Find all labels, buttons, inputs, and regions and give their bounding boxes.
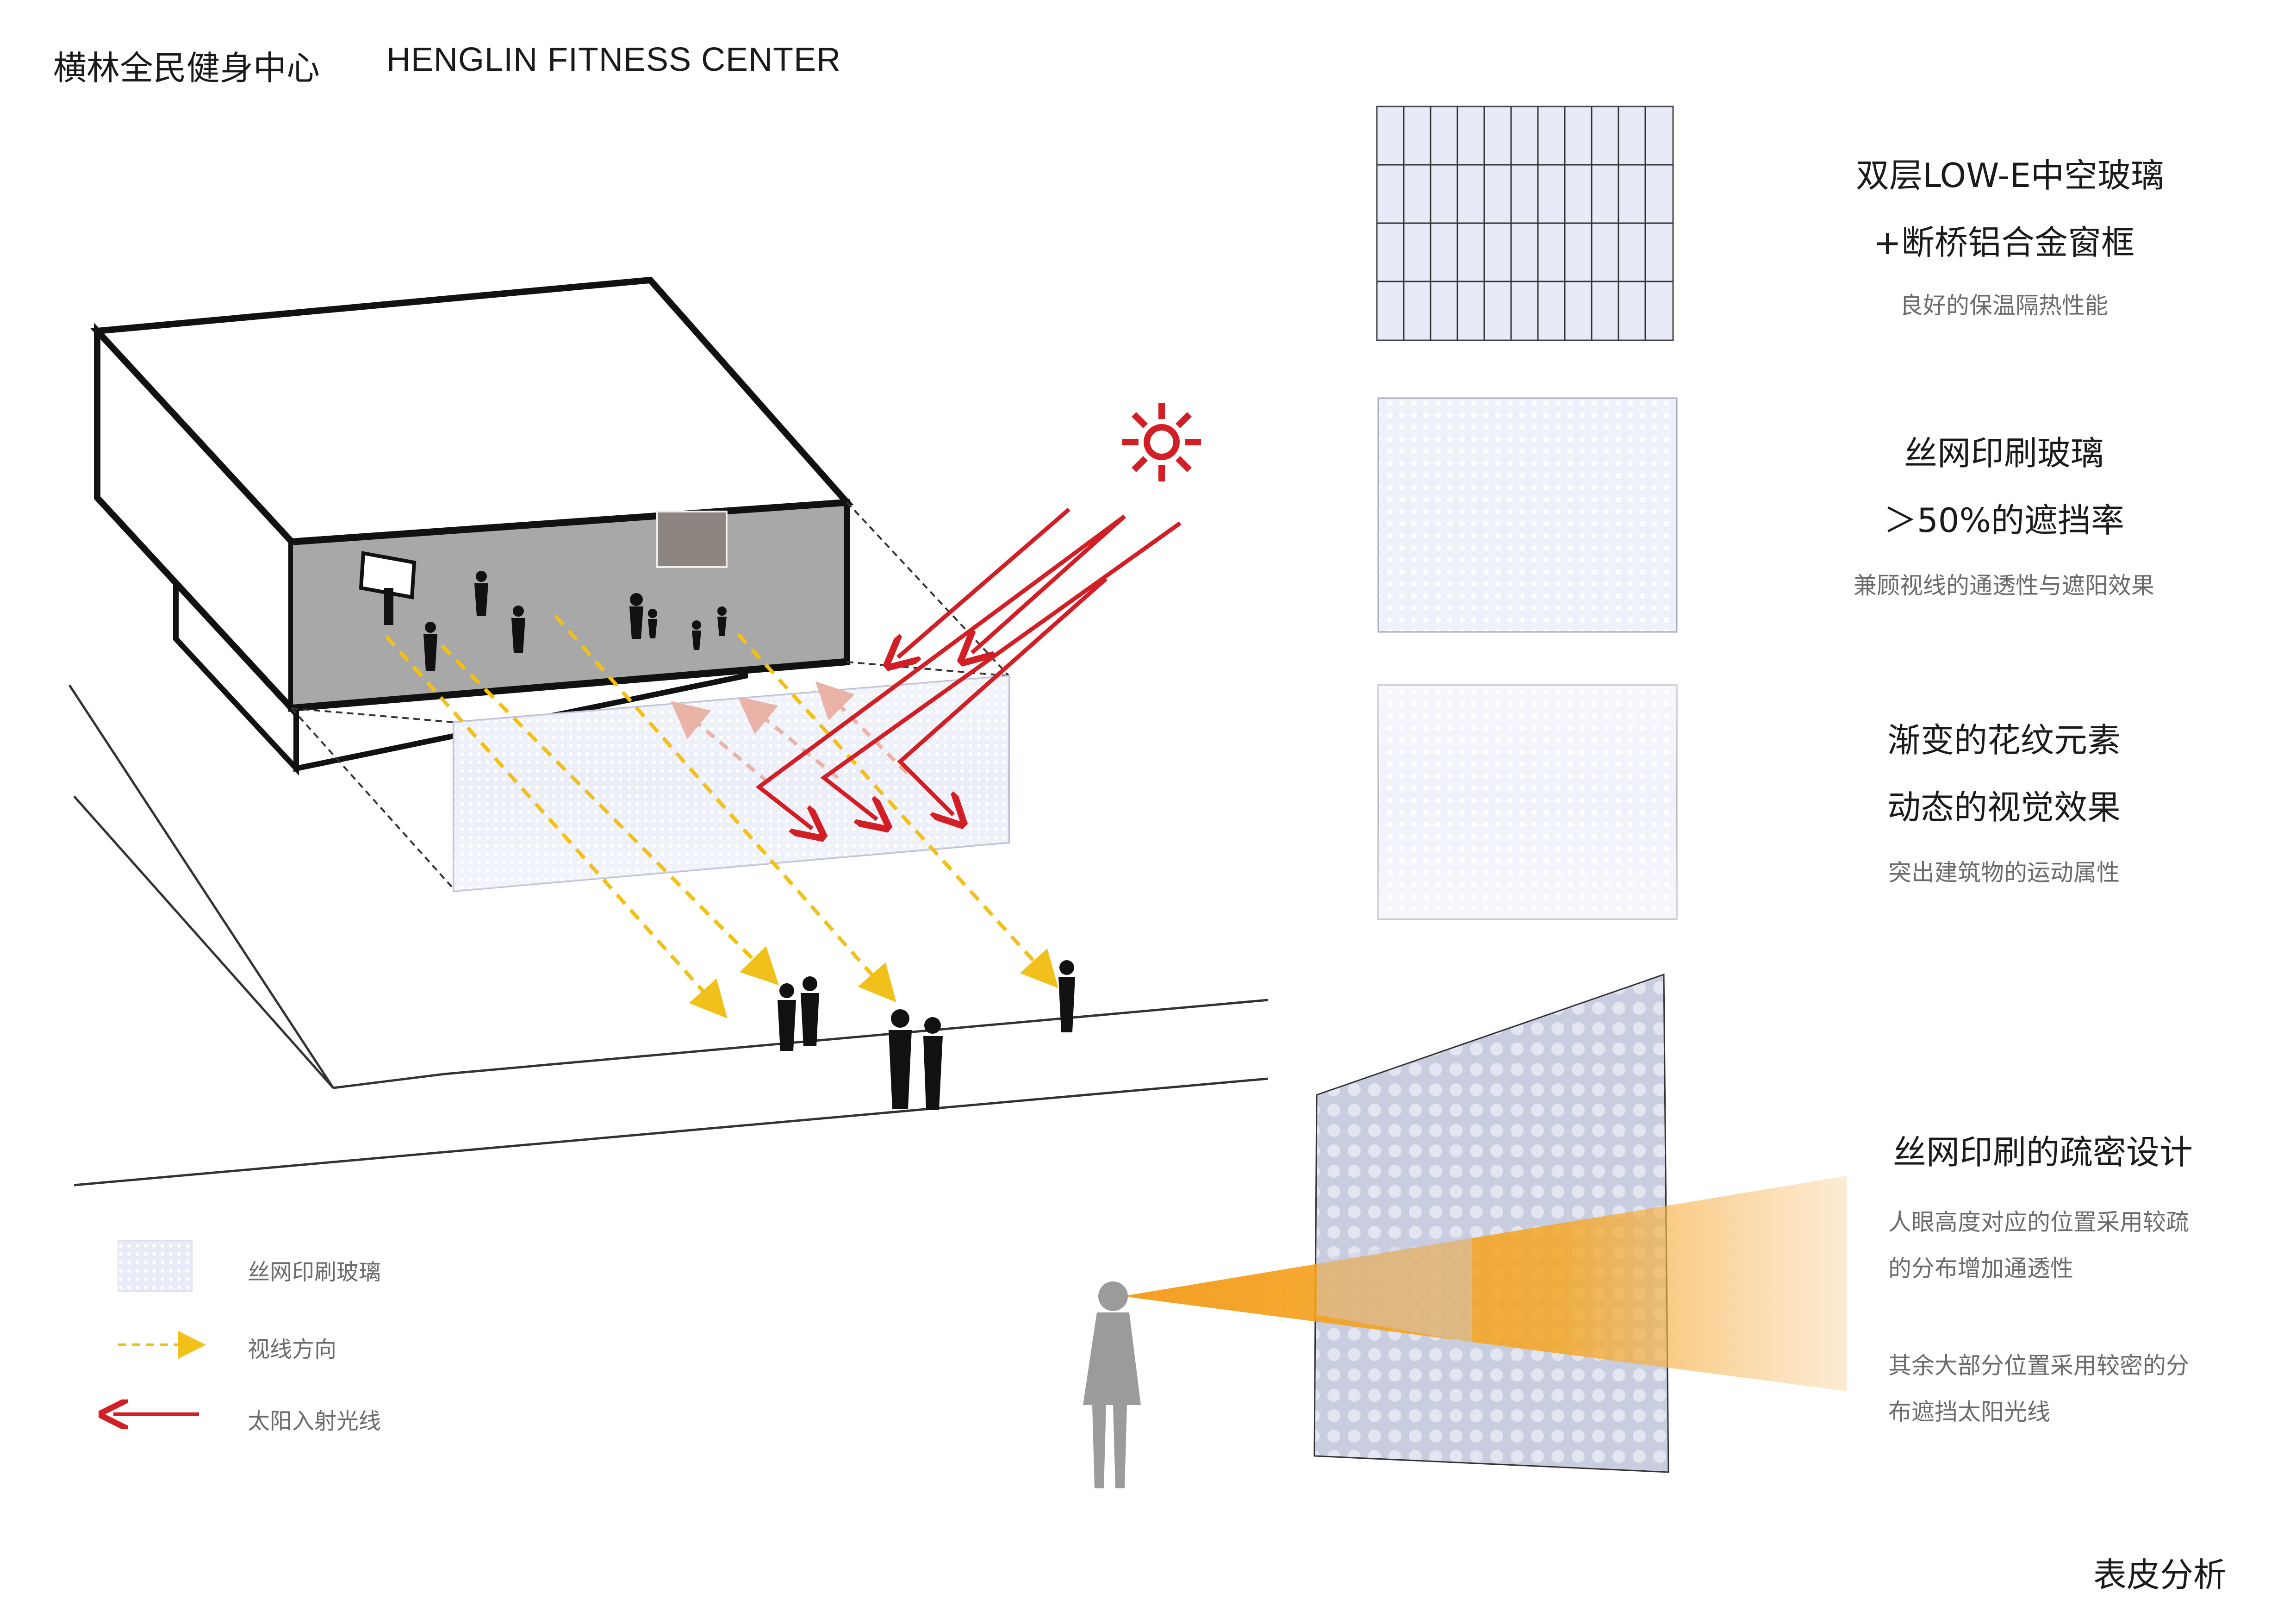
- sun-rays: [755, 507, 1182, 829]
- density-desc2-line1: 其余大部分位置采用较密的分: [1888, 1352, 2189, 1379]
- legend-icons: [113, 1240, 206, 1414]
- silkscreen-glass-swatch: [1377, 397, 1678, 633]
- feature3-sub: 突出建筑物的运动属性: [1888, 859, 2120, 886]
- density-panel: [1122, 973, 1847, 1473]
- gradient-pattern-swatch: [1377, 684, 1678, 920]
- backboard-right: [656, 511, 728, 568]
- players: [423, 571, 727, 671]
- feature1-sub: 良好的保温隔热性能: [1900, 292, 2108, 319]
- footer-label: 表皮分析: [2093, 1555, 2227, 1594]
- glass-swatch-icon: [118, 1240, 193, 1292]
- feature3-line2: 动态的视觉效果: [1887, 788, 2121, 827]
- feature2-line1: 丝网印刷玻璃: [1904, 434, 2104, 473]
- legend-label-glass: 丝网印刷玻璃: [248, 1259, 381, 1285]
- density-desc1-line2: 的分布增加通透性: [1888, 1255, 2073, 1282]
- feature3-line1: 渐变的花纹元素: [1887, 721, 2121, 760]
- density-desc2-line2: 布遮挡太阳光线: [1888, 1399, 2050, 1425]
- legend-label-sight: 视线方向: [248, 1337, 337, 1362]
- observer-silhouette: [1083, 1281, 1141, 1488]
- basketball-hoop: [359, 551, 417, 625]
- feature1-line2: +断桥铝合金窗框: [1873, 223, 2135, 262]
- title-en: HENGLIN FITNESS CENTER: [386, 41, 841, 78]
- feature2-line2: ＞50%的遮挡率: [1883, 501, 2125, 540]
- legend-label-sun: 太阳入射光线: [248, 1408, 381, 1434]
- feature1-line1: 双层LOW-E中空玻璃: [1856, 156, 2164, 195]
- sun-icon: [1122, 403, 1201, 481]
- sight-cone: [1122, 1176, 1847, 1391]
- projection-lines: [291, 501, 1010, 890]
- ground-lines: [68, 684, 1269, 1187]
- pedestrians: [778, 960, 1075, 1110]
- lowe-glass-swatch: [1376, 106, 1674, 341]
- screen-glass-panel: [453, 675, 1010, 893]
- feature2-sub: 兼顾视线的通透性与遮阳效果: [1854, 572, 2154, 599]
- reflected-sight-lines: [671, 681, 908, 784]
- title-cn: 横林全民健身中心: [53, 49, 320, 87]
- density-desc1-line1: 人眼高度对应的位置采用较疏: [1888, 1209, 2189, 1236]
- density-title: 丝网印刷的疏密设计: [1893, 1133, 2193, 1172]
